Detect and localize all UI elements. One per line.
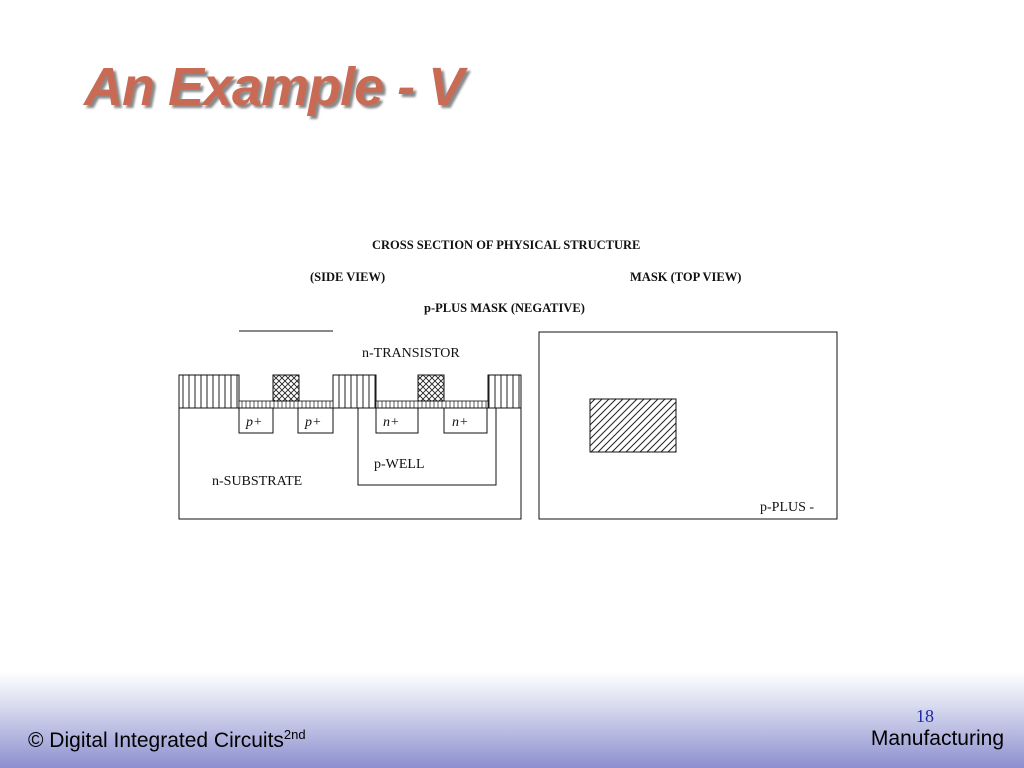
poly-gate-right [417,374,445,402]
n-plus-diffusion-1 [375,407,419,434]
mask-top-view-frame [538,331,838,520]
field-oxide-left [178,374,240,409]
p-well-label: p-WELL [374,457,425,472]
top-view-caption: MASK (TOP VIEW) [630,270,741,284]
slide-title: An Example - V [84,57,464,117]
p-plus-diffusion-2 [297,407,334,434]
mask-hatched-region [589,398,677,453]
n-plus-label-2: n+ [452,415,468,430]
p-plus-label-1: p+ [245,415,262,430]
copyright-text: © Digital Integrated Circuits2nd [28,727,306,752]
p-plus-diffusion-1 [238,407,274,434]
poly-gate-left [272,374,300,402]
page-number: 18 [916,706,934,726]
field-oxide-right [487,374,522,409]
diagram-heading: CROSS SECTION OF PHYSICAL STRUCTURE [372,238,640,252]
chapter-name: Manufacturing [870,727,1004,750]
edition-superscript: 2nd [283,727,306,742]
side-view-caption: (SIDE VIEW) [310,270,385,284]
gate-oxide-right [375,400,489,409]
cross-section-diagram: CROSS SECTION OF PHYSICAL STRUCTURE (SID… [178,238,838,520]
n-transistor-label: n-TRANSISTOR [362,346,460,361]
mask-name-caption: p-PLUS MASK (NEGATIVE) [424,301,585,315]
footer-band [0,672,1024,768]
n-plus-label-1: n+ [383,415,399,430]
p-plus-label-2: p+ [304,415,321,430]
n-substrate-label: n-SUBSTRATE [212,474,302,489]
field-oxide-middle [332,374,377,409]
mask-label: p-PLUS - [760,500,814,515]
gate-oxide-left [238,400,334,409]
n-plus-diffusion-2 [443,407,488,434]
